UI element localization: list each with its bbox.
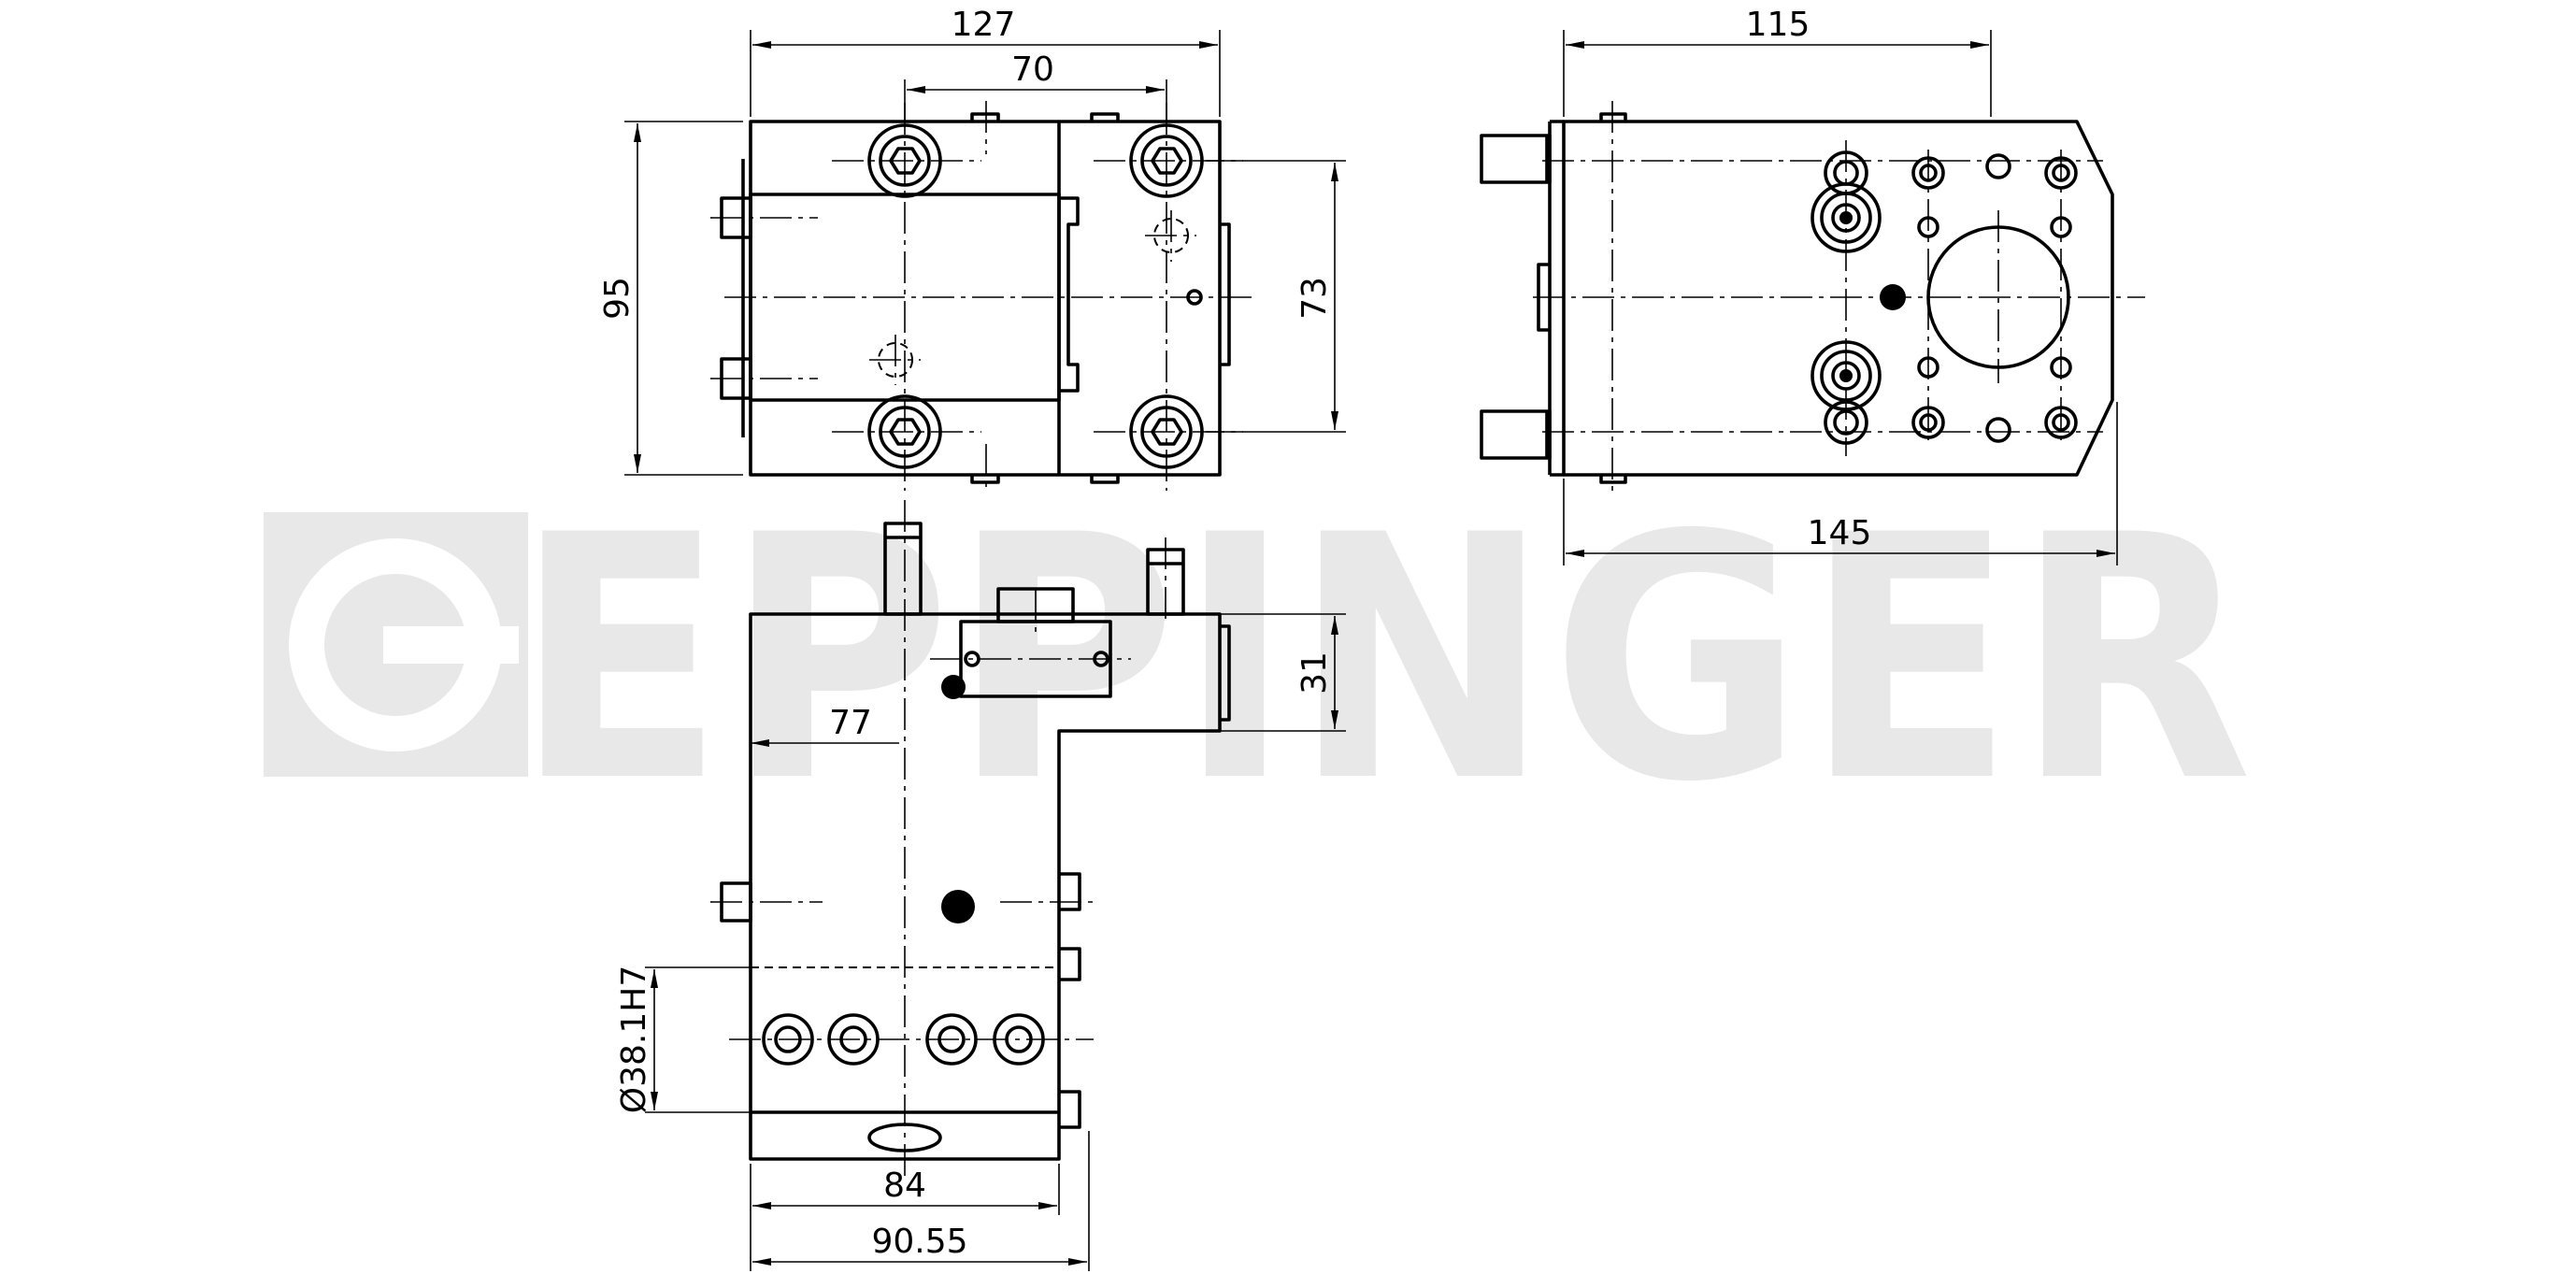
top-view (710, 101, 1252, 494)
front-view-dimensions: 77 31 Ø38.1H7 84 90.55 (615, 613, 1346, 1271)
dim-145-label: 145 (1808, 514, 1872, 552)
watermark-logo-text: EPPINGER (514, 464, 2253, 855)
dim-84-label: 84 (883, 1166, 926, 1205)
front-view-plug (941, 675, 966, 699)
dim-77-label: 77 (829, 704, 872, 742)
top-view-dimensions: 127 70 95 73 (598, 6, 1346, 476)
side-view-dimensions: 115 145 (1563, 6, 2118, 565)
dim-127-label: 127 (952, 6, 1016, 44)
dim-bore-label: Ø38.1H7 (615, 966, 653, 1113)
dim-90-55-label: 90.55 (871, 1223, 967, 1261)
dim-115-label: 115 (1746, 6, 1810, 44)
dim-31-label: 31 (1295, 651, 1334, 694)
dim-70-label: 70 (1011, 50, 1054, 89)
side-view-body (1562, 120, 2114, 477)
side-view-stud (1480, 409, 1552, 460)
side-view-stud (1480, 134, 1552, 184)
front-view-stud (883, 522, 923, 616)
dim-95-label: 95 (598, 277, 637, 320)
watermark-emblem-bar (383, 626, 519, 664)
top-view-body (749, 120, 1222, 477)
side-view-pin-hole (1985, 153, 2011, 179)
side-view-pin-hole (1985, 417, 2011, 443)
front-view-plug (941, 890, 975, 923)
side-view (1480, 101, 2145, 494)
eppinger-watermark: EPPINGER (264, 464, 2253, 855)
dim-73-label: 73 (1295, 277, 1334, 320)
